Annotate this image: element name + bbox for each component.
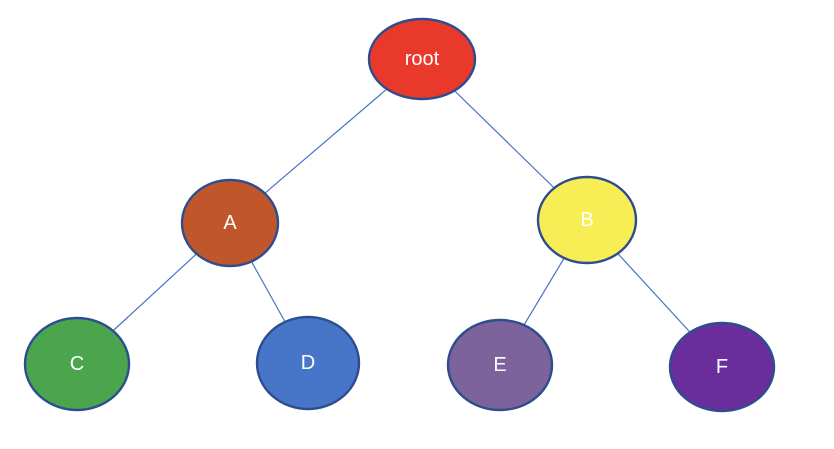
node-F: F xyxy=(668,321,776,413)
node-F-shape[interactable] xyxy=(668,321,776,413)
node-B: B xyxy=(536,175,638,265)
node-root-shape[interactable] xyxy=(367,17,477,101)
node-C: C xyxy=(23,316,131,412)
node-C-shape[interactable] xyxy=(23,316,131,412)
node-D: D xyxy=(255,315,361,411)
node-B-shape[interactable] xyxy=(536,175,638,265)
node-E-shape[interactable] xyxy=(446,318,554,412)
node-D-shape[interactable] xyxy=(255,315,361,411)
node-root: root xyxy=(367,17,477,101)
node-E: E xyxy=(446,318,554,412)
node-A-shape[interactable] xyxy=(180,178,280,268)
node-A: A xyxy=(180,178,280,268)
